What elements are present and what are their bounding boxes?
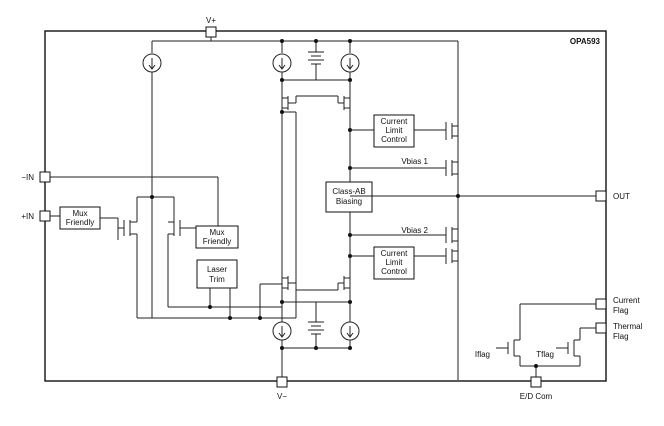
laser-trim-line2: Trim bbox=[209, 275, 225, 284]
pin-in-minus bbox=[39, 171, 51, 183]
mux-friendly-input-line2: Friendly bbox=[66, 218, 94, 227]
vplus-rail bbox=[152, 36, 459, 380]
vbias1-label: Vbias 1 bbox=[401, 157, 428, 166]
mosfet-icon bbox=[445, 227, 458, 243]
mosfet-icon bbox=[281, 95, 338, 112]
vminus-rail bbox=[280, 346, 352, 378]
mosfet-icon bbox=[167, 197, 196, 307]
mosfet-icon bbox=[445, 160, 458, 176]
pin-vminus-label: V− bbox=[277, 392, 287, 401]
laser-trim-block bbox=[196, 259, 238, 289]
pin-vplus bbox=[205, 26, 217, 38]
mosfet-icon bbox=[296, 275, 351, 292]
mosfet-icon bbox=[556, 339, 581, 366]
mux-friendly-mid-line1: Mux bbox=[209, 228, 224, 237]
mux-friendly-input-line1: Mux bbox=[72, 209, 87, 218]
current-limit-top-line3: Control bbox=[381, 135, 407, 144]
thermal-flag-line1: Thermal bbox=[613, 322, 643, 331]
current-source-icon bbox=[340, 321, 360, 348]
pin-ed-com bbox=[530, 376, 542, 388]
mosfet-icon bbox=[445, 248, 458, 264]
class-ab-biasing-block bbox=[325, 181, 373, 213]
current-limit-bottom-line3: Control bbox=[381, 267, 407, 276]
current-limit-top-line1: Current bbox=[381, 117, 408, 126]
current-source-icon bbox=[142, 41, 162, 318]
current-limit-control-bottom bbox=[373, 246, 415, 280]
pin-current-flag bbox=[595, 298, 607, 310]
pin-vplus-label: V+ bbox=[206, 16, 216, 25]
pin-in-plus-label: +IN bbox=[21, 212, 34, 221]
current-limit-control-top bbox=[373, 114, 415, 148]
class-ab-line1: Class-AB bbox=[332, 187, 365, 196]
pin-out-label: OUT bbox=[613, 192, 630, 201]
thermal-flag-line2: Flag bbox=[613, 332, 629, 341]
class-ab-line2: Biasing bbox=[336, 197, 362, 206]
vbias2-label: Vbias 2 bbox=[401, 226, 428, 235]
laser-trim-line1: Laser bbox=[207, 265, 227, 274]
battery-icon bbox=[308, 302, 324, 348]
device-name: OPA593 bbox=[570, 37, 601, 46]
current-source-icon bbox=[272, 321, 292, 348]
current-limit-top-line2: Limit bbox=[386, 126, 404, 135]
mux-friendly-mid-line2: Friendly bbox=[203, 237, 231, 246]
mosfet-icon bbox=[337, 95, 351, 112]
mosfet-icon bbox=[281, 275, 296, 292]
device-outline bbox=[44, 30, 607, 382]
current-flag-line2: Flag bbox=[613, 306, 629, 315]
current-limit-bottom-line1: Current bbox=[381, 249, 408, 258]
mosfet-icon bbox=[118, 197, 138, 318]
mosfet-icon bbox=[445, 122, 458, 140]
current-source-icon bbox=[272, 41, 292, 104]
pin-vminus bbox=[276, 376, 288, 388]
pin-in-plus bbox=[39, 210, 51, 222]
current-flag-line1: Current bbox=[613, 296, 640, 305]
current-source-icon bbox=[340, 41, 360, 104]
mux-friendly-mid-block bbox=[195, 225, 239, 249]
ed-com-label: E/D Com bbox=[520, 392, 553, 401]
pin-thermal-flag bbox=[595, 322, 607, 334]
tflag-label: Tflag bbox=[536, 350, 554, 359]
mosfet-icon bbox=[496, 339, 521, 366]
pin-out bbox=[595, 190, 607, 202]
battery-icon bbox=[282, 41, 350, 81]
current-limit-bottom-line2: Limit bbox=[386, 258, 404, 267]
pin-in-minus-label: −IN bbox=[21, 173, 34, 182]
iflag-label: Iflag bbox=[475, 350, 490, 359]
